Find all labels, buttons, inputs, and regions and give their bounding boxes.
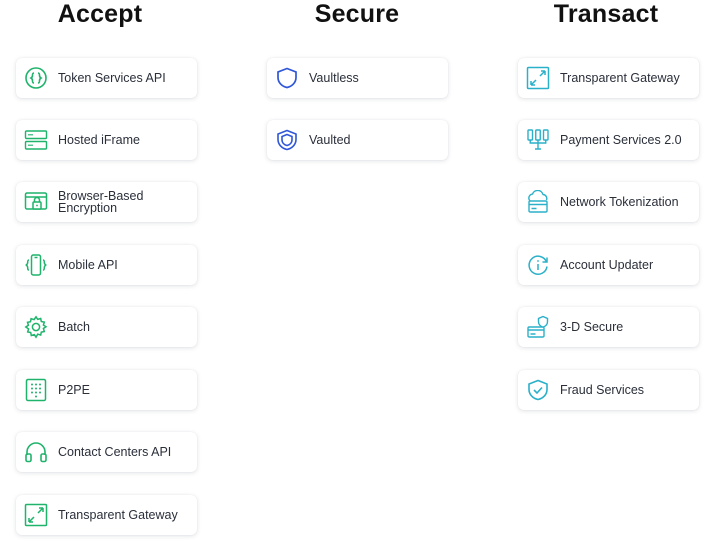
card-mobile-api[interactable]: Mobile API bbox=[16, 245, 197, 285]
card-label: Batch bbox=[58, 320, 90, 334]
card-transparent-gateway[interactable]: Transparent Gateway bbox=[518, 58, 699, 98]
token-icon bbox=[24, 66, 48, 90]
card-batch[interactable]: Batch bbox=[16, 307, 197, 347]
headset-icon bbox=[24, 440, 48, 464]
card-shield-icon bbox=[526, 315, 550, 339]
iframe-icon bbox=[24, 128, 48, 152]
column-title: Secure bbox=[314, 0, 400, 28]
card-browser-based-encryption[interactable]: Browser-Based Encryption bbox=[16, 182, 197, 222]
card-label: 3-D Secure bbox=[560, 320, 624, 334]
card-payment-services-2[interactable]: Payment Services 2.0 bbox=[518, 120, 699, 160]
card-hosted-iframe[interactable]: Hosted iFrame bbox=[16, 120, 197, 160]
card-label: Transparent Gateway bbox=[58, 508, 178, 522]
expand-arrows-icon bbox=[526, 66, 550, 90]
card-label: Token Services API bbox=[58, 71, 166, 85]
card-label: Vaultless bbox=[309, 71, 359, 85]
card-label: P2PE bbox=[58, 383, 90, 397]
card-label: Mobile API bbox=[58, 258, 118, 272]
card-p2pe[interactable]: P2PE bbox=[16, 370, 197, 410]
expand-arrows-icon bbox=[24, 503, 48, 527]
column-title: Transact bbox=[553, 0, 659, 28]
shield-icon bbox=[275, 66, 299, 90]
shield-double-icon bbox=[275, 128, 299, 152]
card-label: Payment Services 2.0 bbox=[560, 133, 682, 147]
card-label: Fraud Services bbox=[560, 383, 645, 397]
card-label: Vaulted bbox=[309, 133, 351, 147]
card-label: Hosted iFrame bbox=[58, 133, 140, 147]
cloud-card-icon bbox=[526, 190, 550, 214]
card-transparent-gateway[interactable]: Transparent Gateway bbox=[16, 495, 197, 535]
card-fraud-services[interactable]: Fraud Services bbox=[518, 370, 699, 410]
card-network-tokenization[interactable]: Network Tokenization bbox=[518, 182, 699, 222]
card-label: Network Tokenization bbox=[560, 195, 679, 209]
card-3d-secure[interactable]: 3-D Secure bbox=[518, 307, 699, 347]
browser-lock-icon bbox=[24, 190, 48, 214]
card-contact-centers-api[interactable]: Contact Centers API bbox=[16, 432, 197, 472]
mobile-icon bbox=[24, 253, 48, 277]
gear-icon bbox=[24, 315, 48, 339]
card-label: Contact Centers API bbox=[58, 445, 172, 459]
services-icon bbox=[526, 128, 550, 152]
card-token-services-api[interactable]: Token Services API bbox=[16, 58, 197, 98]
card-vaultless[interactable]: Vaultless bbox=[267, 58, 448, 98]
card-label: Browser-Based Encryption bbox=[58, 189, 144, 215]
shield-check-icon bbox=[526, 378, 550, 402]
refresh-info-icon bbox=[526, 253, 550, 277]
card-vaulted[interactable]: Vaulted bbox=[267, 120, 448, 160]
column-title: Accept bbox=[57, 0, 143, 28]
card-label: Account Updater bbox=[560, 258, 654, 272]
card-account-updater[interactable]: Account Updater bbox=[518, 245, 699, 285]
keypad-icon bbox=[24, 378, 48, 402]
card-label: Transparent Gateway bbox=[560, 71, 680, 85]
